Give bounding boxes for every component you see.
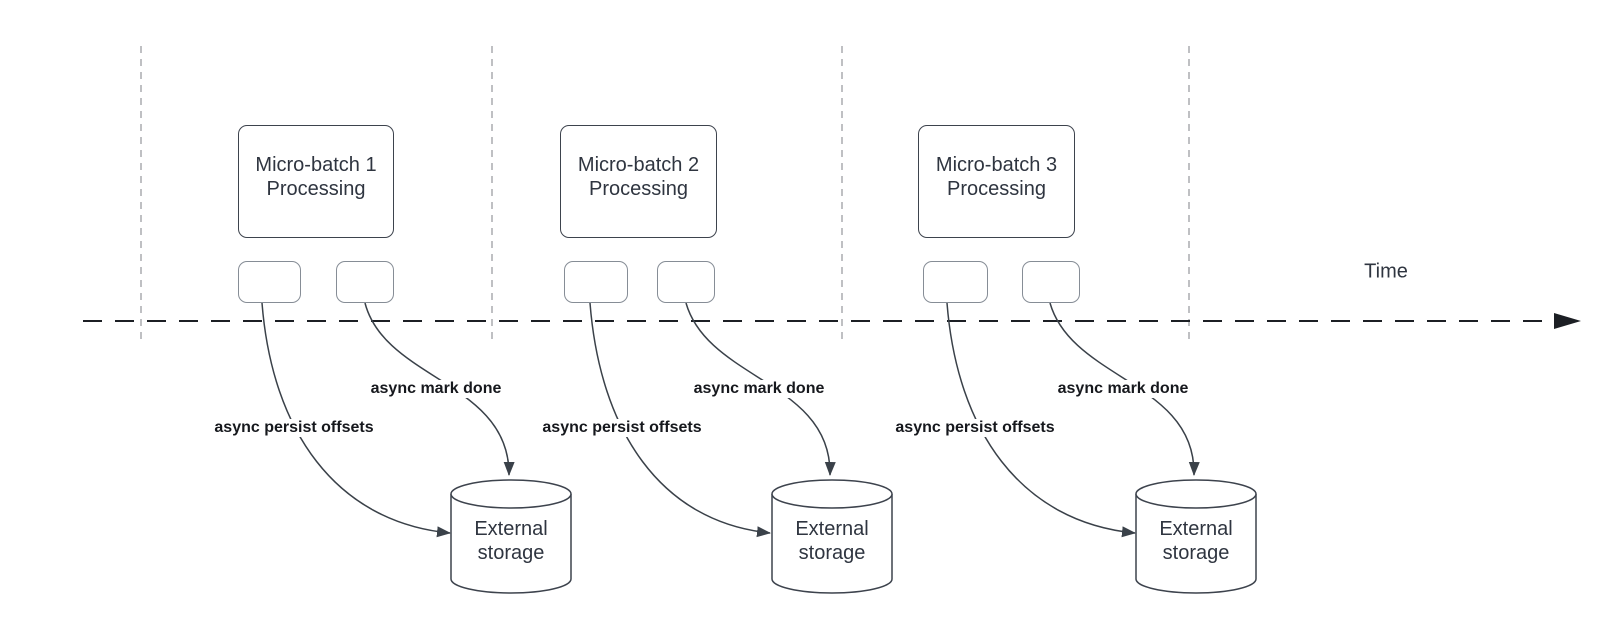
micro-batch-2-node: Micro-batch 2 Processing bbox=[560, 125, 717, 238]
time-axis-label: Time bbox=[1364, 260, 1408, 283]
mark-done-label-1: async mark done bbox=[367, 380, 505, 398]
cylinder-body bbox=[771, 494, 893, 594]
mark-done-task-box-1 bbox=[336, 261, 394, 303]
time-axis-arrowhead-icon bbox=[1554, 313, 1581, 329]
persist-offsets-arrow-3 bbox=[946, 302, 1136, 538]
persist-offsets-label-3: async persist offsets bbox=[892, 419, 1058, 437]
external-storage-cylinder-2 bbox=[771, 479, 893, 594]
mark-done-task-box-2 bbox=[657, 261, 715, 303]
cylinder-top bbox=[450, 479, 572, 509]
micro-batch-2-title: Micro-batch 2 Processing bbox=[577, 153, 700, 200]
persist-offsets-task-box-2 bbox=[564, 261, 628, 303]
cylinder-body bbox=[1135, 494, 1257, 594]
micro-batch-1-node: Micro-batch 1 Processing bbox=[238, 125, 394, 238]
cylinder-body bbox=[450, 494, 572, 594]
mark-done-label-2: async mark done bbox=[690, 380, 828, 398]
persist-offsets-arrow-1 bbox=[261, 302, 451, 538]
persist-offsets-task-box-3 bbox=[923, 261, 988, 303]
external-storage-label-2: External storage bbox=[795, 518, 869, 564]
micro-batch-1-title: Micro-batch 1 Processing bbox=[255, 153, 377, 200]
persist-offsets-label-2: async persist offsets bbox=[539, 419, 705, 437]
micro-batch-3-title: Micro-batch 3 Processing bbox=[935, 153, 1058, 200]
micro-batch-3-node: Micro-batch 3 Processing bbox=[918, 125, 1075, 238]
persist-offsets-task-box-1 bbox=[238, 261, 301, 303]
external-storage-label-3: External storage bbox=[1159, 518, 1233, 564]
external-storage-cylinder-1 bbox=[450, 479, 572, 594]
cylinder-top bbox=[771, 479, 893, 509]
mark-done-label-3: async mark done bbox=[1054, 380, 1192, 398]
external-storage-label-1: External storage bbox=[474, 518, 548, 564]
external-storage-cylinder-3 bbox=[1135, 479, 1257, 594]
persist-offsets-arrow-2 bbox=[589, 302, 771, 538]
persist-offsets-label-1: async persist offsets bbox=[211, 419, 377, 437]
mark-done-task-box-3 bbox=[1022, 261, 1080, 303]
cylinder-top bbox=[1135, 479, 1257, 509]
